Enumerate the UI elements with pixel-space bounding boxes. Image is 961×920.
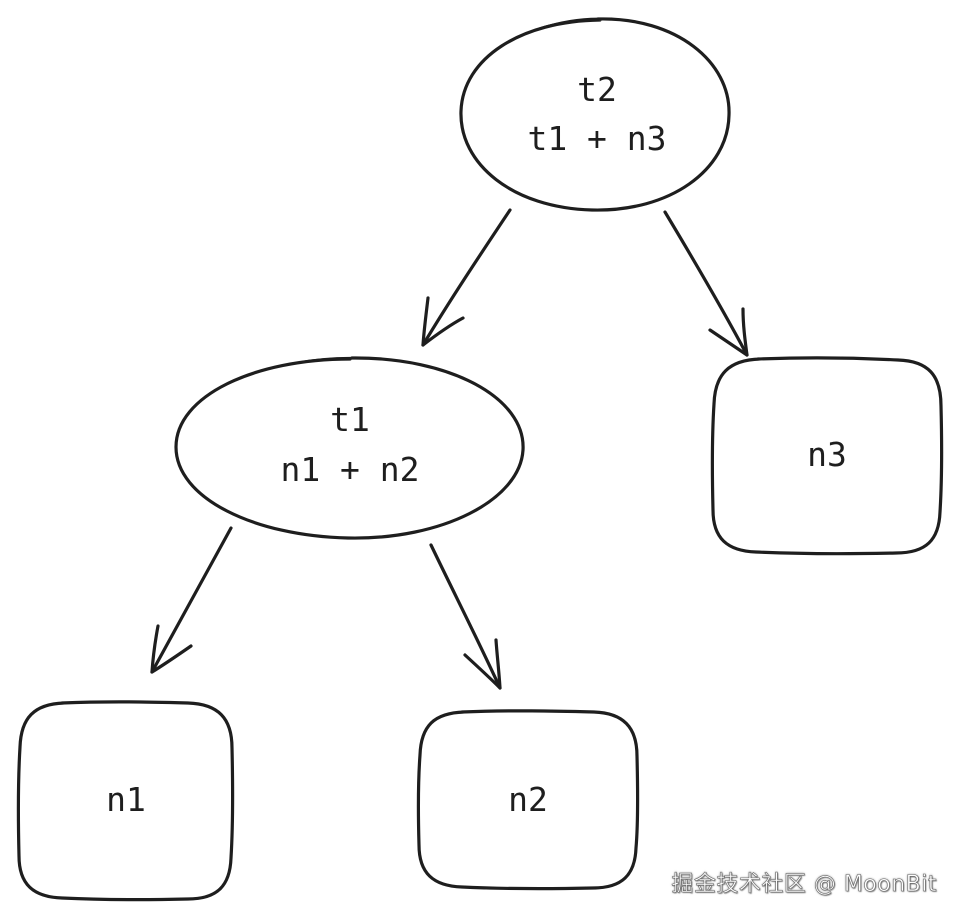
node-n1-outline [16, 700, 235, 902]
edge-t1-to-n2-arrowhead [463, 638, 502, 690]
node-t2-title: t2 [577, 70, 617, 109]
node-n2-label: n2 [508, 780, 548, 819]
edge-t2-to-t1 [421, 208, 512, 347]
edge-t2-to-n3-line [663, 210, 749, 357]
node-n3-label: n3 [807, 435, 847, 474]
node-t1-outline [174, 356, 525, 540]
node-n2: n2 [416, 709, 640, 891]
edge-t1-to-n1-line [150, 526, 233, 674]
edge-t1-to-n2-line [429, 543, 502, 690]
node-t1-expression: n1 + n2 [280, 450, 419, 489]
node-n1: n1 [16, 700, 235, 902]
edge-t2-to-n3-arrowhead [708, 307, 749, 357]
node-t1-outline-overdraw [299, 356, 366, 363]
node-t1-title: t1 [330, 400, 370, 439]
watermark-text: 掘金技术社区 @ MoonBit [671, 872, 937, 898]
edge-t2-to-n3 [663, 210, 749, 357]
node-t2-outline [459, 17, 731, 212]
node-t2-expression: t1 + n3 [527, 119, 666, 158]
node-n3: n3 [710, 356, 944, 556]
node-t1: t1 n1 + n2 [174, 356, 525, 540]
node-t2-outline-overdraw [539, 17, 613, 29]
edge-t2-to-t1-arrowhead [421, 296, 465, 347]
edge-t1-to-n1 [150, 526, 233, 674]
node-n2-outline [416, 709, 640, 891]
node-n3-outline [710, 356, 944, 556]
edge-t1-to-n2 [429, 543, 502, 690]
edge-t2-to-t1-line [421, 208, 512, 347]
node-n1-label: n1 [106, 780, 146, 819]
edge-t1-to-n1-arrowhead [150, 624, 193, 674]
node-t2: t2 t1 + n3 [459, 17, 731, 212]
